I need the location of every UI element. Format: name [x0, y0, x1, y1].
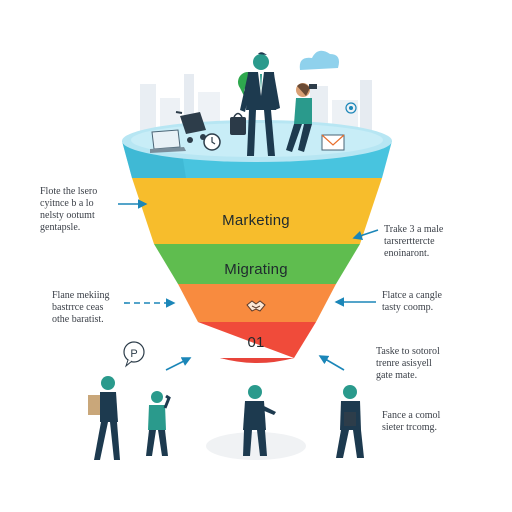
note-right-1: Trake 3 a male tarsrerttercte enoinaront… [384, 224, 444, 259]
laptop-icon [150, 129, 186, 153]
at-sign-icon [345, 102, 357, 114]
person-carrying-box-figure [88, 376, 120, 460]
funnel-level-4-label: 01 [247, 334, 265, 351]
envelope-icon [321, 134, 345, 151]
funnel-level-2 [154, 244, 360, 284]
arrow-right-1 [352, 229, 379, 241]
funnel-level-1 [132, 178, 382, 244]
note-right-4: Fance a comol sieter trcomg. [382, 410, 441, 433]
businessman-figure [240, 52, 280, 156]
funnel-level-1-label: Marketing [222, 212, 290, 229]
note-right-3: Taske to sotorol trenre asisyell gate ma… [376, 346, 440, 381]
woman-with-binoculars-figure [286, 83, 317, 152]
handshake-icon [246, 300, 266, 312]
person-with-briefcase-figure [336, 385, 364, 458]
funnel-level-2-label: Migrating [224, 261, 288, 278]
shopping-bag-icon [230, 112, 246, 135]
svg-text:P: P [130, 348, 137, 360]
parking-icon: P [123, 341, 145, 368]
clock-icon [203, 133, 221, 151]
arrow-bottom-left [165, 357, 192, 371]
funnel-level-4 [198, 322, 316, 362]
person-on-phone-figure [146, 391, 171, 456]
shopping-cart-icon [175, 111, 206, 143]
arrow-bottom-right [318, 355, 345, 371]
businessman-pointing-figure [243, 385, 276, 456]
note-left-2: Flane mekiing bastrrce ceas othe baratis… [52, 290, 110, 325]
cloud-icon [299, 50, 339, 70]
note-right-2: Flatce a cangle tasty coomp. [382, 290, 442, 313]
ground-shadow [206, 432, 306, 460]
note-left-1: Flote the lsero cyitnce b a lo nelsty oo… [40, 186, 98, 233]
